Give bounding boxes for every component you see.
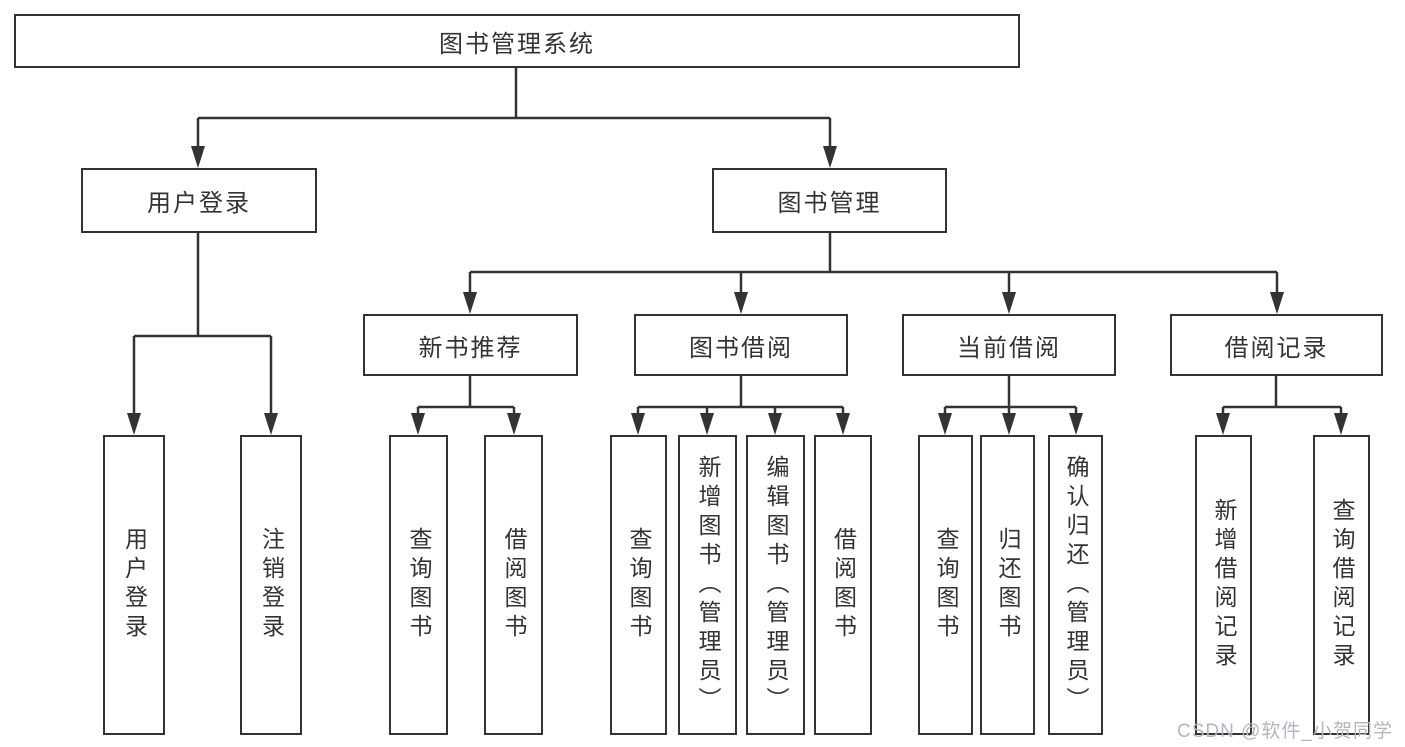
leaf-bb-borrow-book-label: 借阅图书 <box>830 527 857 643</box>
node-book-borrow: 图书借阅 <box>634 314 848 376</box>
leaf-nb-borrow-book: 借阅图书 <box>484 435 543 735</box>
leaf-cb-confirm-return-admin-label: 确认归还（管理员） <box>1063 454 1089 716</box>
node-book-management-label: 图书管理 <box>777 190 882 217</box>
node-borrow-record-label: 借阅记录 <box>1224 334 1329 362</box>
leaf-bb-borrow-book: 借阅图书 <box>814 435 872 735</box>
leaf-cb-return-book-label: 归还图书 <box>995 527 1021 643</box>
leaf-br-query-record-label: 查询借阅记录 <box>1329 498 1355 672</box>
leaf-bb-add-book-admin-label: 新增图书（管理员） <box>695 454 721 716</box>
leaf-bb-edit-book-admin-label: 编辑图书（管理员） <box>763 454 789 716</box>
leaf-cb-query-book-label: 查询图书 <box>933 527 959 643</box>
leaf-br-query-record: 查询借阅记录 <box>1313 435 1370 735</box>
leaf-nb-borrow-book-label: 借阅图书 <box>501 527 527 643</box>
leaf-bb-query-book-label: 查询图书 <box>626 527 652 643</box>
leaf-br-add-record-label: 新增借阅记录 <box>1211 498 1237 672</box>
node-user-login-branch: 用户登录 <box>81 168 317 233</box>
leaf-nb-query-book: 查询图书 <box>389 435 448 735</box>
node-user-login-label: 用户登录 <box>147 190 251 217</box>
leaf-logout: 注销登录 <box>240 435 302 735</box>
node-new-book-recommend: 新书推荐 <box>363 314 578 376</box>
node-root-library-system: 图书管理系统 <box>14 14 1020 68</box>
node-new-book-recommend-label: 新书推荐 <box>418 334 523 362</box>
leaf-logout-label: 注销登录 <box>258 527 285 643</box>
node-current-borrow: 当前借阅 <box>902 314 1116 376</box>
leaf-bb-edit-book-admin: 编辑图书（管理员） <box>746 435 805 735</box>
node-borrow-record: 借阅记录 <box>1170 314 1383 376</box>
leaf-user-login: 用户登录 <box>103 435 165 735</box>
leaf-bb-query-book: 查询图书 <box>610 435 667 735</box>
node-root-label: 图书管理系统 <box>439 30 595 58</box>
node-current-borrow-label: 当前借阅 <box>957 334 1061 362</box>
leaf-cb-confirm-return-admin: 确认归还（管理员） <box>1048 435 1103 735</box>
leaf-nb-query-book-label: 查询图书 <box>406 527 432 643</box>
leaf-bb-add-book-admin: 新增图书（管理员） <box>678 435 737 735</box>
leaf-user-login-label: 用户登录 <box>121 527 148 643</box>
leaf-cb-query-book: 查询图书 <box>918 435 973 735</box>
csdn-watermark: CSDN @软件_小贺同学 <box>1177 721 1393 742</box>
node-book-management-branch: 图书管理 <box>712 168 947 233</box>
node-book-borrow-label: 图书借阅 <box>689 334 793 362</box>
leaf-br-add-record: 新增借阅记录 <box>1195 435 1252 735</box>
leaf-cb-return-book: 归还图书 <box>980 435 1035 735</box>
